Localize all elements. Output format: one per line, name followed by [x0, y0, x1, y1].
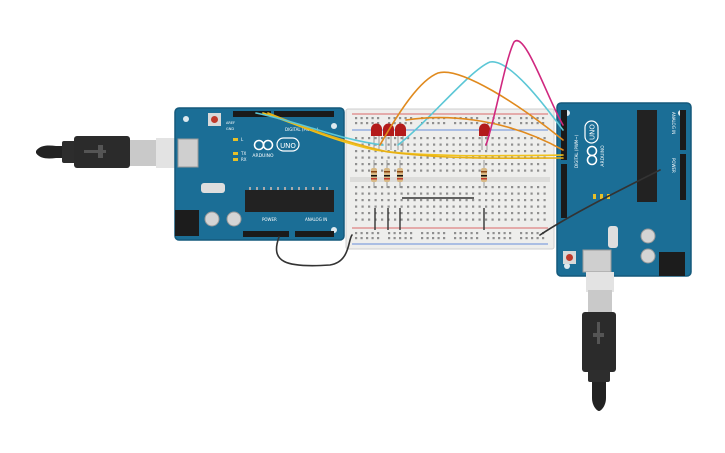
- wire-yellow-2[interactable]: [267, 112, 564, 160]
- atmega-chip-left: [245, 190, 334, 212]
- ground-jumpers[interactable]: [374, 197, 485, 230]
- brand-label-right: ARDUINO: [600, 145, 606, 167]
- arduino-board-right[interactable]: DIGITAL (PWM~) UNO ARDUINO ANALOG IN POW…: [556, 102, 692, 277]
- usb-port-right: [582, 249, 612, 273]
- pin-gnd-label: GND: [226, 127, 234, 131]
- wire-orange-2[interactable]: [405, 116, 564, 151]
- led-1[interactable]: [371, 123, 382, 151]
- reset-button-right[interactable]: [563, 251, 576, 264]
- wire-orange-1[interactable]: [379, 71, 564, 146]
- resistor-4[interactable]: [481, 160, 487, 188]
- digital-header-left-b[interactable]: [274, 111, 334, 117]
- power-label-right: POWER: [671, 158, 676, 173]
- usb-cable-right[interactable]: [582, 272, 616, 411]
- arduino-logo-right: UNO ARDUINO: [584, 120, 606, 167]
- model-label-left: UNO: [280, 142, 296, 150]
- pin-aref-label: AREF: [226, 121, 235, 125]
- reset-button-left[interactable]: [208, 113, 221, 126]
- power-header-right[interactable]: [680, 154, 686, 200]
- wire-magenta-1[interactable]: [485, 39, 564, 146]
- power-header-left[interactable]: [243, 231, 289, 237]
- resistor-3[interactable]: [397, 160, 403, 188]
- resistor-1[interactable]: [371, 160, 377, 188]
- pin-tx-label: TX: [240, 151, 246, 156]
- resistor-2[interactable]: [384, 160, 390, 188]
- analog-header-right[interactable]: [680, 110, 686, 150]
- pin-rx-label: RX: [241, 157, 247, 162]
- power-jack-left: [175, 210, 199, 236]
- model-label-right: UNO: [589, 124, 597, 140]
- usb-cable-left[interactable]: [36, 136, 180, 168]
- digital-label-right: DIGITAL (PWM~): [574, 134, 579, 168]
- breadboard-holes: [355, 117, 546, 240]
- power-jack-right: [659, 252, 685, 276]
- pin-l-label: L: [241, 137, 244, 142]
- atmega-chip-right: [637, 110, 657, 202]
- digital-header-right-a[interactable]: [561, 110, 567, 160]
- analog-label-left: ANALOG IN: [305, 217, 327, 222]
- wire-black-gnd-right[interactable]: [539, 169, 661, 236]
- digital-header-left-a[interactable]: [233, 111, 271, 117]
- wire-black-gnd-left[interactable]: [275, 234, 353, 267]
- digital-label-left: DIGITAL (PWM~): [285, 127, 319, 132]
- power-label-left: POWER: [262, 217, 277, 222]
- brand-label-left: ARDUINO: [252, 153, 274, 159]
- led-3[interactable]: [395, 123, 406, 151]
- digital-header-right-b[interactable]: [561, 164, 567, 218]
- analog-header-left[interactable]: [295, 231, 334, 237]
- analog-label-right: ANALOG IN: [671, 112, 676, 134]
- usb-port-left: [177, 138, 199, 168]
- wire-cyan-1[interactable]: [255, 112, 384, 146]
- arduino-logo-left: [253, 137, 300, 152]
- arduino-board-left[interactable]: L TX RX UNO ARDUINO AREF GND DIGITAL (PW…: [174, 107, 345, 241]
